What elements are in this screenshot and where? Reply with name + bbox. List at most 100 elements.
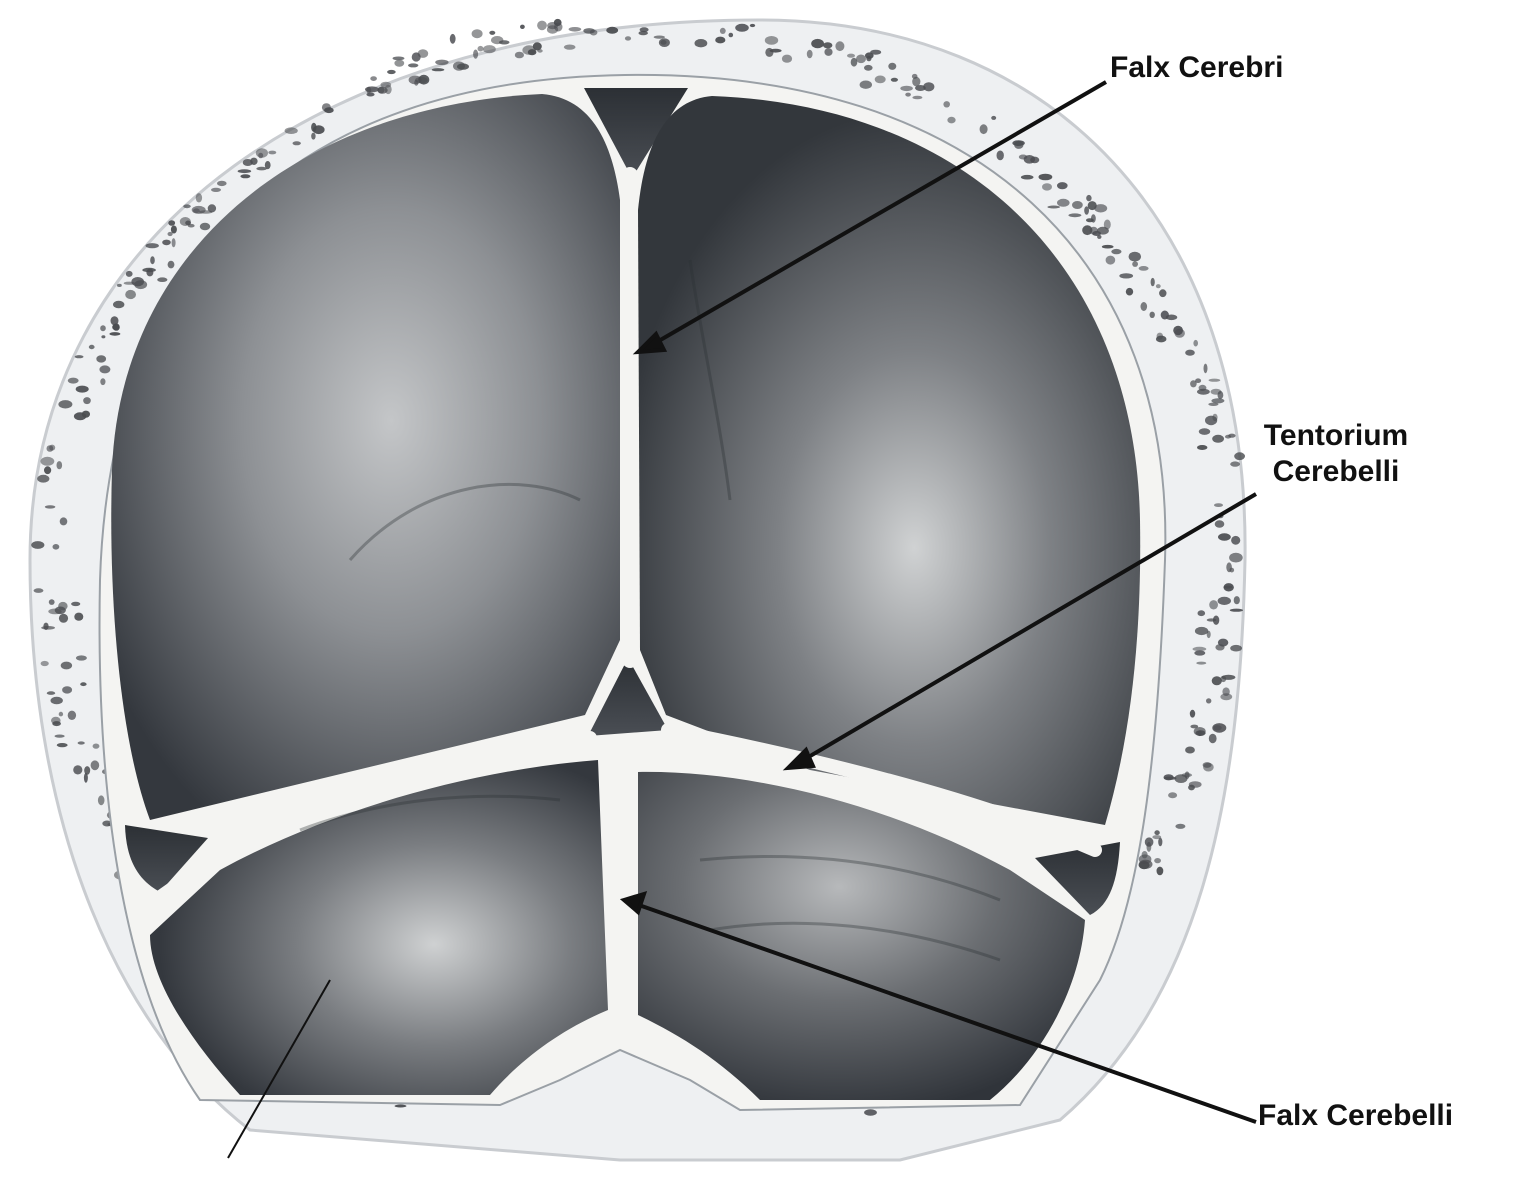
bone-speckle	[68, 378, 79, 384]
bone-speckle	[533, 42, 542, 50]
bone-speckle	[1224, 583, 1234, 591]
bone-speckle	[83, 397, 91, 404]
bone-speckle	[168, 220, 175, 226]
bone-speckle	[1234, 596, 1240, 604]
bone-speckle	[1175, 329, 1185, 338]
bone-speckle	[483, 45, 496, 53]
bone-speckle	[864, 65, 873, 71]
bone-speckle	[980, 124, 988, 134]
bone-speckle	[378, 87, 385, 94]
bone-speckle	[750, 24, 755, 27]
bone-speckle	[891, 78, 898, 82]
bone-speckle	[1145, 837, 1154, 846]
bone-speckle	[905, 93, 911, 97]
bone-speckle	[606, 27, 618, 34]
bone-speckle	[947, 117, 955, 124]
bone-speckle	[183, 204, 191, 208]
bone-speckle	[71, 602, 80, 606]
bone-speckle	[729, 33, 734, 38]
bone-speckle	[1082, 225, 1092, 235]
bone-speckle	[528, 49, 537, 55]
bone-speckle	[856, 55, 866, 64]
bone-speckle	[208, 204, 216, 212]
bone-speckle	[217, 181, 227, 186]
bone-speckle	[432, 68, 445, 71]
bone-speckle	[1215, 520, 1225, 527]
bone-speckle	[1230, 568, 1235, 573]
bone-speckle	[53, 544, 60, 550]
bone-speckle	[146, 269, 153, 277]
bone-speckle	[1111, 249, 1121, 254]
bone-speckle	[1234, 452, 1245, 460]
bone-speckle	[1157, 333, 1163, 340]
bone-speckle	[860, 81, 872, 89]
bone-speckle	[293, 141, 301, 145]
bone-speckle	[180, 217, 191, 226]
label-tentorium-line2: Cerebelli	[1246, 454, 1426, 490]
bone-speckle	[489, 31, 495, 35]
bone-speckle	[258, 153, 263, 159]
bone-speckle	[1175, 774, 1188, 783]
bone-speckle	[1014, 141, 1023, 149]
bone-speckle	[735, 24, 749, 32]
bone-speckle	[991, 116, 996, 120]
bone-speckle	[811, 39, 824, 48]
bone-speckle	[1195, 627, 1208, 635]
bone-speckle	[113, 301, 124, 309]
bone-speckle	[1168, 792, 1177, 798]
bone-speckle	[370, 76, 377, 81]
bone-speckle	[47, 445, 54, 452]
bone-speckle	[1185, 747, 1195, 754]
bone-speckle	[387, 70, 396, 74]
bone-speckle	[1204, 364, 1208, 374]
bone-speckle	[1141, 302, 1148, 311]
bone-speckle	[1209, 600, 1218, 609]
bone-speckle	[408, 63, 418, 67]
bone-speckle	[238, 169, 252, 173]
bone-speckle	[943, 101, 950, 107]
bone-speckle	[394, 60, 404, 67]
bone-speckle	[1084, 206, 1089, 215]
bone-speckle	[1205, 416, 1217, 426]
bone-speckle	[150, 256, 155, 264]
bone-speckle	[193, 208, 200, 213]
bone-speckle	[1086, 195, 1091, 201]
bone-speckle	[59, 712, 63, 717]
bone-speckle	[435, 60, 448, 65]
bone-speckle	[96, 355, 106, 362]
bone-speckle	[76, 386, 89, 393]
bone-speckle	[31, 541, 44, 549]
bone-speckle	[1102, 245, 1114, 249]
bone-speckle	[57, 461, 63, 469]
bone-speckle	[101, 335, 105, 338]
bone-speckle	[1150, 312, 1155, 318]
bone-speckle	[146, 243, 159, 248]
bone-speckle	[1212, 676, 1222, 685]
bone-speckle	[1220, 676, 1226, 682]
bone-speckle	[117, 284, 122, 287]
label-tentorium-cerebelli: Tentorium Cerebelli	[1246, 418, 1426, 490]
bone-speckle	[1190, 710, 1195, 718]
bone-speckle	[472, 29, 483, 38]
bone-speckle	[256, 167, 267, 171]
label-falx-cerebelli: Falx Cerebelli	[1258, 1098, 1453, 1134]
bone-speckle	[847, 54, 855, 58]
bone-speckle	[49, 599, 55, 605]
bone-speckle	[126, 271, 133, 277]
bone-speckle	[1106, 256, 1116, 265]
bone-speckle	[537, 21, 547, 31]
bone-speckle	[1218, 639, 1228, 647]
bone-speckle	[765, 48, 773, 57]
bone-speckle	[200, 223, 210, 230]
bone-speckle	[1195, 378, 1201, 383]
bone-speckle	[68, 711, 76, 720]
bone-speckle	[823, 42, 832, 48]
bone-speckle	[1091, 214, 1096, 222]
bone-speckle	[1189, 781, 1202, 788]
bone-speckle	[100, 378, 105, 385]
bone-speckle	[1213, 725, 1221, 730]
bone-speckle	[414, 80, 418, 86]
bone-speckle	[660, 40, 666, 45]
bone-speckle	[1021, 175, 1034, 180]
bone-speckle	[1207, 618, 1217, 621]
